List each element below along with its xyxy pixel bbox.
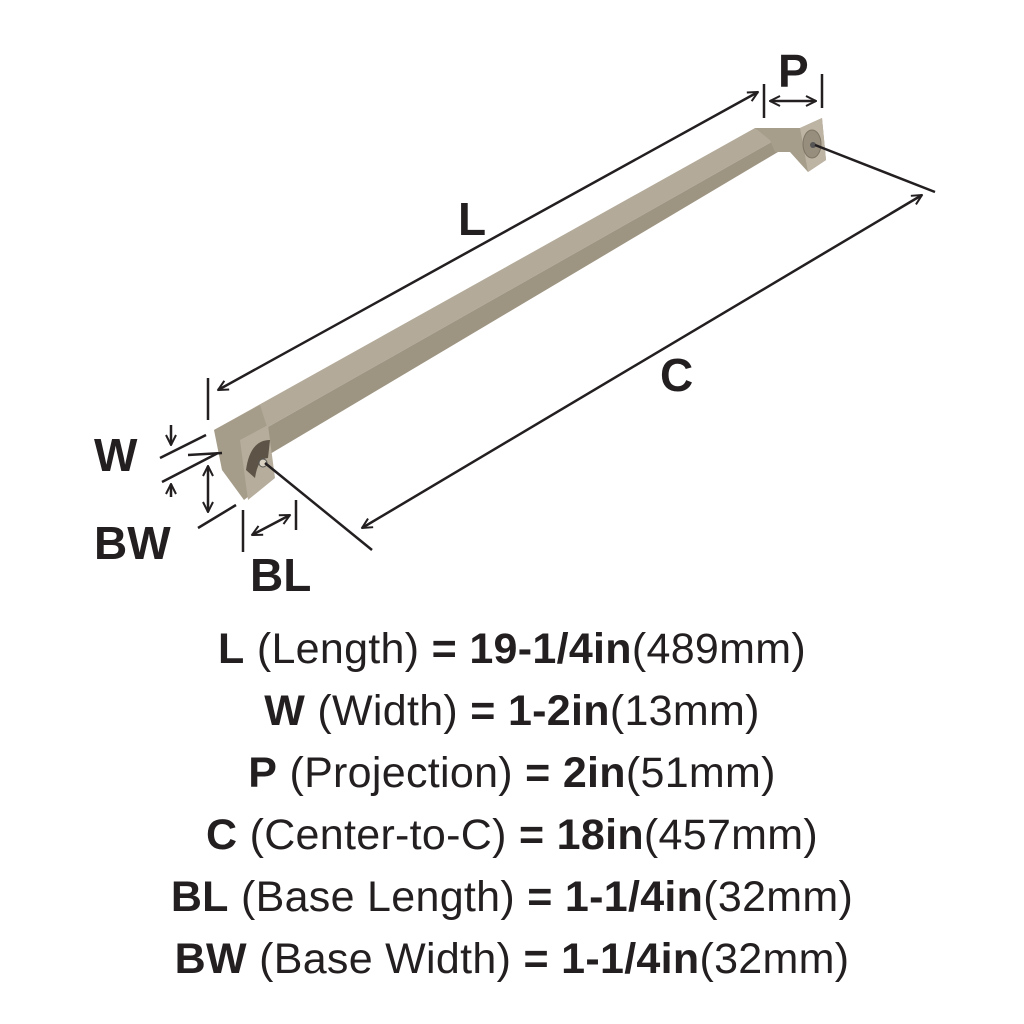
- projection-label: P: [778, 45, 809, 97]
- spec-equals: =: [523, 935, 549, 983]
- specification-list: L (Length) = 19-1/4in(489mm) W (Width) =…: [0, 618, 1024, 990]
- handle-dimension-diagram: L P C W BW BL: [94, 45, 936, 601]
- base-length-dimension-line: [241, 500, 298, 552]
- spec-code: C: [205, 811, 238, 859]
- spec-mm: (32mm): [699, 935, 850, 983]
- spec-name: (Center-to-C): [249, 811, 507, 859]
- spec-name: (Base Length): [240, 873, 515, 921]
- spec-equals: =: [431, 625, 458, 673]
- base-width-label: BW: [94, 517, 171, 569]
- length-label: L: [458, 193, 487, 245]
- spec-row-projection: P (Projection) = 2in(51mm): [0, 742, 1024, 804]
- spec-inches: 18in: [556, 811, 644, 859]
- spec-inches: 1-1/4in: [561, 935, 700, 983]
- spec-row-base-width: BW (Base Width) = 1-1/4in(32mm): [0, 928, 1024, 990]
- base-length-label: BL: [250, 549, 312, 601]
- spec-code: P: [248, 749, 278, 797]
- spec-row-base-length: BL (Base Length) = 1-1/4in(32mm): [0, 866, 1024, 928]
- spec-name: (Length): [256, 625, 420, 673]
- spec-mm: (489mm): [631, 625, 806, 673]
- handle-bar-icon: [214, 118, 826, 500]
- spec-inches: 2in: [562, 749, 626, 797]
- projection-dimension-line: [770, 74, 824, 108]
- width-dimension-line: [159, 425, 223, 497]
- spec-name: (Projection): [289, 749, 513, 797]
- spec-equals: =: [527, 873, 553, 921]
- spec-equals: =: [525, 749, 551, 797]
- width-label: W: [94, 429, 138, 481]
- spec-row-center-to-center: C (Center-to-C) = 18in(457mm): [0, 804, 1024, 866]
- spec-row-length: L (Length) = 19-1/4in(489mm): [0, 618, 1024, 680]
- spec-name: (Base Width): [259, 935, 512, 983]
- spec-code: W: [264, 687, 306, 735]
- spec-name: (Width): [317, 687, 459, 735]
- base-width-dimension-line: [197, 466, 237, 530]
- spec-mm: (32mm): [703, 873, 854, 921]
- spec-mm: (51mm): [625, 749, 776, 797]
- spec-code: BW: [174, 935, 247, 983]
- handle-drawing: [159, 74, 936, 552]
- spec-inches: 1-2in: [507, 687, 610, 735]
- spec-code: L: [218, 625, 245, 673]
- spec-equals: =: [518, 811, 545, 859]
- spec-row-width: W (Width) = 1-2in(13mm): [0, 680, 1024, 742]
- spec-inches: 19-1/4in: [469, 625, 632, 673]
- center-to-center-dimension-line: [264, 143, 936, 551]
- spec-equals: =: [470, 687, 496, 735]
- spec-code: BL: [170, 873, 229, 921]
- spec-mm: (457mm): [643, 811, 819, 859]
- spec-inches: 1-1/4in: [564, 873, 704, 921]
- spec-mm: (13mm): [609, 687, 760, 735]
- center-to-center-label: C: [660, 349, 694, 401]
